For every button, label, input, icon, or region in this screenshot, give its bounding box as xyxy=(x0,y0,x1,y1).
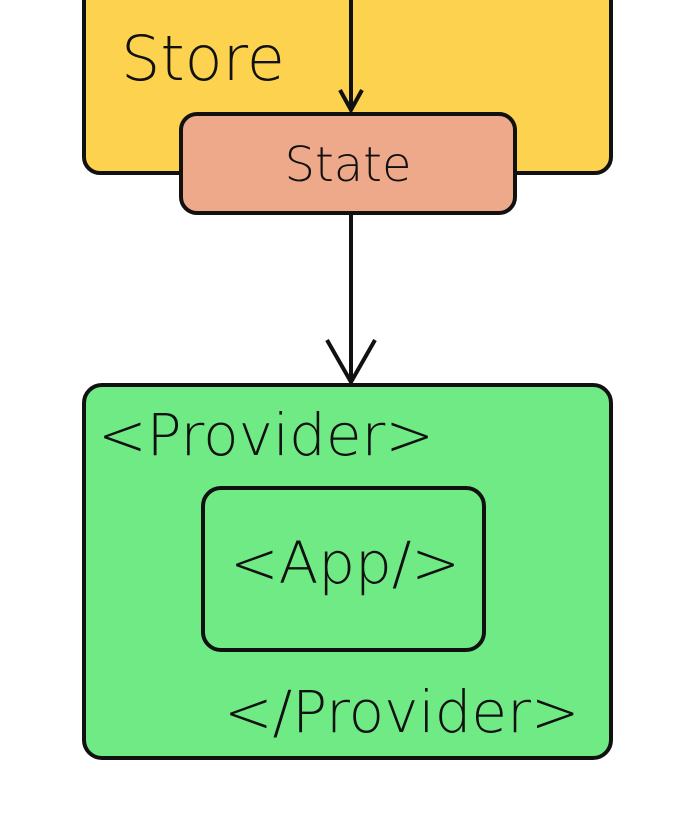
state-box xyxy=(179,112,517,215)
store-label: Store xyxy=(121,22,285,95)
app-box xyxy=(201,486,486,652)
state-label: State xyxy=(284,137,411,193)
app-label: <App/> xyxy=(230,529,460,597)
provider-open-label: <Provider> xyxy=(98,401,434,469)
store-to-state-arrowhead xyxy=(338,89,364,115)
state-to-provider-arrowhead xyxy=(325,339,377,387)
provider-close-label: </Provider> xyxy=(224,678,580,746)
